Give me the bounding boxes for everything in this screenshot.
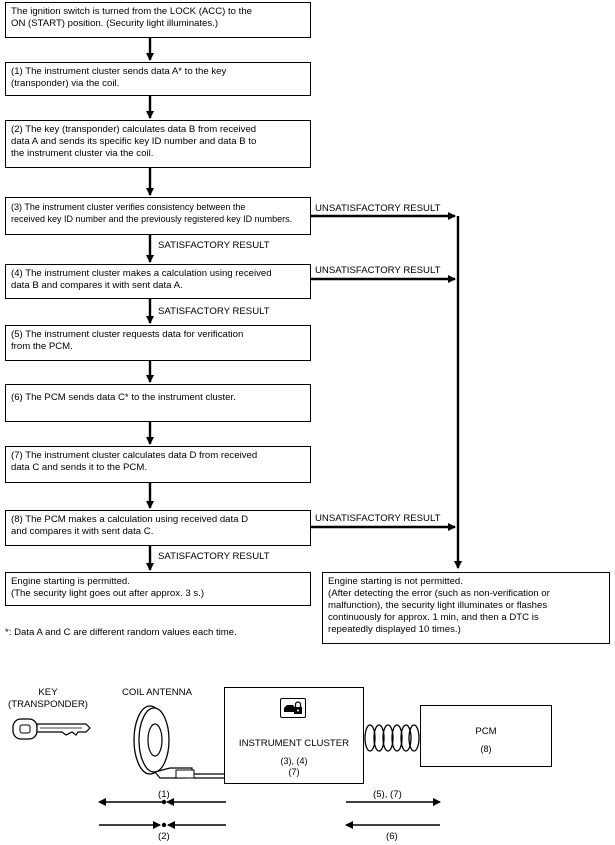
step-5-line: (5) The instrument cluster requests data… bbox=[11, 329, 244, 340]
pcm-steps: (8) bbox=[480, 744, 492, 754]
step-2-line: (2) The key (transponder) calculates dat… bbox=[11, 124, 257, 135]
step-7-line: data C and sends it to the PCM. bbox=[11, 462, 147, 473]
lock-car-icon bbox=[280, 698, 306, 718]
signal-6-label: (6) bbox=[386, 831, 398, 842]
pcm-label: PCM bbox=[475, 726, 497, 737]
cluster-steps-line: (7) bbox=[288, 767, 300, 777]
step-8-line: and compares it with sent data C. bbox=[11, 526, 154, 537]
cluster-steps: (3), (4) (7) bbox=[225, 756, 363, 778]
signal-2-label: (2) bbox=[158, 831, 170, 842]
step-start-line: ON (START) position. (Security light ill… bbox=[11, 18, 219, 29]
step-7-line: (7) The instrument cluster calculates da… bbox=[11, 450, 258, 461]
signal-arrows bbox=[98, 798, 441, 829]
cluster-steps-line: (3), (4) bbox=[280, 756, 308, 766]
step-1-line: (transponder) via the coil. bbox=[11, 78, 120, 89]
result-not-permitted-line: (After detecting the error (such as non-… bbox=[328, 588, 550, 599]
step-start: The ignition switch is turned from the L… bbox=[5, 2, 311, 38]
key-label-line: (TRANSPONDER) bbox=[8, 699, 88, 710]
step-4-line: (4) The instrument cluster makes a calcu… bbox=[11, 268, 272, 279]
step-8-line: (8) The PCM makes a calculation using re… bbox=[11, 514, 249, 525]
result-not-permitted: Engine starting is not permitted. (After… bbox=[322, 572, 610, 644]
step-3-line: received key ID number and the previousl… bbox=[11, 214, 293, 224]
step-1: (1) The instrument cluster sends data A*… bbox=[5, 62, 311, 96]
satisfactory-label: SATISFACTORY RESULT bbox=[158, 551, 270, 562]
key-label-line: KEY bbox=[38, 687, 58, 698]
instrument-cluster-box: INSTRUMENT CLUSTER (3), (4) (7) bbox=[224, 687, 364, 784]
result-not-permitted-line: continuously for approx. 1 min, and then… bbox=[328, 612, 539, 623]
pcm-box: PCM (8) bbox=[420, 705, 552, 767]
step-1-line: (1) The instrument cluster sends data A*… bbox=[11, 66, 227, 77]
result-permitted: Engine starting is permitted. (The secur… bbox=[5, 572, 311, 606]
step-3-line: (3) The instrument cluster verifies cons… bbox=[11, 202, 246, 212]
result-permitted-line: (The security light goes out after appro… bbox=[11, 588, 205, 599]
footnote: *: Data A and C are different random val… bbox=[5, 627, 237, 638]
unsatisfactory-label: UNSATISFACTORY RESULT bbox=[315, 265, 441, 276]
step-6-line: (6) The PCM sends data C* to the instrum… bbox=[11, 392, 236, 403]
unsatisfactory-label: UNSATISFACTORY RESULT bbox=[315, 513, 441, 524]
satisfactory-label: SATISFACTORY RESULT bbox=[158, 240, 270, 251]
result-permitted-line: Engine starting is permitted. bbox=[11, 576, 130, 587]
result-not-permitted-line: repeatedly displayed 10 times.) bbox=[328, 624, 461, 635]
result-not-permitted-line: malfunction), the security light illumin… bbox=[328, 600, 548, 611]
step-7: (7) The instrument cluster calculates da… bbox=[5, 446, 311, 483]
step-8: (8) The PCM makes a calculation using re… bbox=[5, 510, 311, 546]
signal-1-label: (1) bbox=[158, 789, 170, 800]
step-6: (6) The PCM sends data C* to the instrum… bbox=[5, 384, 311, 422]
step-4-line: data B and compares it with sent data A. bbox=[11, 280, 183, 291]
step-start-line: The ignition switch is turned from the L… bbox=[11, 6, 253, 17]
key-icon bbox=[12, 718, 91, 740]
cluster-label: INSTRUMENT CLUSTER bbox=[238, 738, 350, 749]
step-4: (4) The instrument cluster makes a calcu… bbox=[5, 264, 311, 299]
step-2-line: the instrument cluster via the coil. bbox=[11, 148, 154, 159]
result-not-permitted-line: Engine starting is not permitted. bbox=[328, 576, 463, 587]
step-2: (2) The key (transponder) calculates dat… bbox=[5, 120, 311, 168]
step-2-line: data A and sends its specific key ID num… bbox=[11, 136, 257, 147]
step-5: (5) The instrument cluster requests data… bbox=[5, 325, 311, 361]
signal-57-label: (5), (7) bbox=[373, 789, 402, 800]
key-label: KEY (TRANSPONDER) bbox=[2, 687, 94, 711]
unsatisfactory-label: UNSATISFACTORY RESULT bbox=[315, 203, 441, 214]
satisfactory-label: SATISFACTORY RESULT bbox=[158, 306, 270, 317]
coil-antenna-label: COIL ANTENNA bbox=[121, 687, 192, 698]
step-3: (3) The instrument cluster verifies cons… bbox=[5, 197, 311, 235]
harness-coil bbox=[364, 724, 420, 752]
coil-antenna-icon bbox=[133, 705, 225, 779]
step-5-line: from the PCM. bbox=[11, 341, 73, 352]
